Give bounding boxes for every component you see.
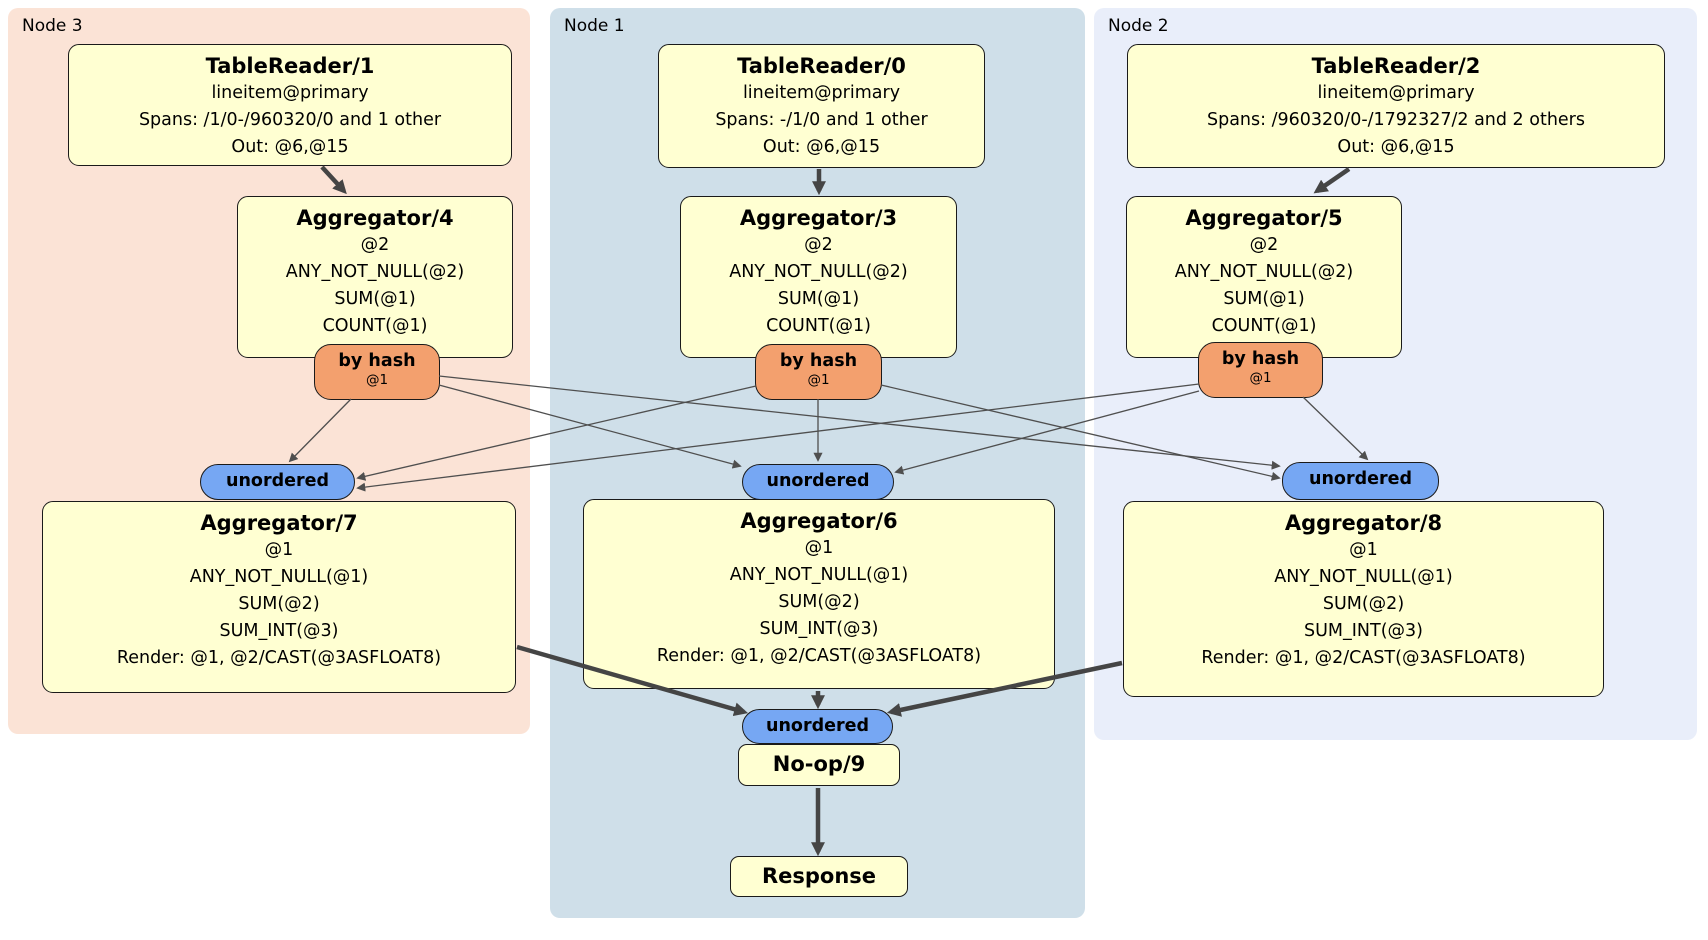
- processor-title: Aggregator/4: [296, 206, 454, 230]
- processor-aggregator-8: Aggregator/8 @1 ANY_NOT_NULL(@1) SUM(@2)…: [1123, 501, 1604, 697]
- processor-title: TableReader/2: [1311, 54, 1481, 78]
- processor-title: TableReader/1: [205, 54, 375, 78]
- processor-aggregator-5: Aggregator/5 @2 ANY_NOT_NULL(@2) SUM(@1)…: [1126, 196, 1402, 358]
- processor-detail: @2: [360, 235, 390, 255]
- processor-detail: SUM(@2): [1322, 594, 1405, 614]
- processor-detail: lineitem@primary: [742, 83, 901, 103]
- processor-detail: SUM(@1): [334, 289, 416, 309]
- sync-label: unordered: [226, 471, 329, 491]
- sync-unordered-7: unordered: [200, 464, 355, 500]
- processor-tablereader-2: TableReader/2 lineitem@primary Spans: /9…: [1127, 44, 1665, 168]
- processor-title: No-op/9: [772, 752, 866, 776]
- processor-detail: Out: @6,@15: [231, 137, 349, 157]
- processor-detail: Spans: /1/0-/960320/0 and 1 other: [138, 110, 442, 130]
- processor-detail: SUM(@2): [238, 594, 320, 614]
- processor-detail: ANY_NOT_NULL(@1): [189, 567, 369, 587]
- processor-detail: ANY_NOT_NULL(@1): [1274, 567, 1453, 587]
- processor-detail: ANY_NOT_NULL(@1): [729, 565, 909, 585]
- processor-noop-9: No-op/9: [738, 744, 900, 786]
- processor-title: Response: [761, 864, 877, 888]
- processor-detail: Render: @1, @2/CAST(@3ASFLOAT8): [116, 648, 442, 668]
- router-hash-column: @1: [807, 372, 830, 388]
- sync-label: unordered: [1309, 469, 1412, 489]
- processor-detail: COUNT(@1): [322, 316, 428, 336]
- processor-detail: SUM_INT(@3): [759, 619, 879, 639]
- processor-detail: Render: @1, @2/CAST(@3ASFLOAT8): [656, 646, 982, 666]
- processor-tablereader-0: TableReader/0 lineitem@primary Spans: -/…: [658, 44, 985, 168]
- processor-detail: SUM(@1): [1223, 289, 1305, 309]
- router-by-hash-3: by hash @1: [755, 344, 882, 400]
- sync-label: unordered: [766, 716, 869, 736]
- processor-detail: COUNT(@1): [1211, 316, 1317, 336]
- router-label: by hash: [779, 351, 858, 371]
- processor-detail: ANY_NOT_NULL(@2): [1174, 262, 1354, 282]
- processor-detail: Render: @1, @2/CAST(@3ASFLOAT8): [1201, 648, 1526, 668]
- processor-detail: @2: [804, 235, 833, 255]
- processor-detail: @1: [1349, 540, 1378, 560]
- sync-label: unordered: [766, 471, 870, 491]
- sync-unordered-8: unordered: [1282, 462, 1439, 500]
- processor-tablereader-1: TableReader/1 lineitem@primary Spans: /1…: [68, 44, 512, 166]
- processor-detail: @2: [1249, 235, 1279, 255]
- processor-aggregator-7: Aggregator/7 @1 ANY_NOT_NULL(@1) SUM(@2)…: [42, 501, 516, 693]
- processor-detail: ANY_NOT_NULL(@2): [285, 262, 465, 282]
- processor-detail: @1: [264, 540, 294, 560]
- router-label: by hash: [1221, 349, 1300, 369]
- processor-title: Aggregator/6: [740, 509, 898, 533]
- processor-detail: SUM_INT(@3): [1304, 621, 1423, 641]
- router-hash-column: @1: [1249, 370, 1272, 386]
- router-label: by hash: [338, 351, 416, 371]
- response-node: Response: [730, 856, 908, 897]
- router-by-hash-4: by hash @1: [314, 344, 440, 400]
- processor-detail: Spans: -/1/0 and 1 other: [715, 110, 928, 130]
- processor-title: Aggregator/8: [1284, 511, 1443, 535]
- processor-detail: SUM_INT(@3): [219, 621, 339, 641]
- processor-detail: lineitem@primary: [1317, 83, 1475, 103]
- processor-title: Aggregator/3: [739, 206, 898, 230]
- processor-detail: lineitem@primary: [211, 83, 369, 103]
- panel-node3-label: Node 3: [22, 16, 83, 36]
- processor-detail: Out: @6,@15: [762, 137, 881, 157]
- processor-detail: Out: @6,@15: [1337, 137, 1455, 157]
- panel-node1-label: Node 1: [564, 16, 625, 36]
- processor-detail: Spans: /960320/0-/1792327/2 and 2 others: [1206, 110, 1585, 130]
- processor-detail: COUNT(@1): [766, 316, 871, 336]
- processor-detail: @1: [804, 538, 834, 558]
- processor-title: TableReader/0: [737, 54, 906, 78]
- processor-title: Aggregator/7: [200, 511, 358, 535]
- processor-aggregator-4: Aggregator/4 @2 ANY_NOT_NULL(@2) SUM(@1)…: [237, 196, 513, 358]
- processor-detail: SUM(@1): [777, 289, 860, 309]
- processor-detail: ANY_NOT_NULL(@2): [729, 262, 908, 282]
- router-hash-column: @1: [365, 372, 389, 388]
- processor-aggregator-3: Aggregator/3 @2 ANY_NOT_NULL(@2) SUM(@1)…: [680, 196, 957, 358]
- processor-detail: SUM(@2): [778, 592, 860, 612]
- sync-unordered-6: unordered: [742, 464, 894, 500]
- processor-title: Aggregator/5: [1185, 206, 1343, 230]
- router-by-hash-5: by hash @1: [1198, 342, 1323, 398]
- panel-node2-label: Node 2: [1108, 16, 1169, 36]
- processor-aggregator-6: Aggregator/6 @1 ANY_NOT_NULL(@1) SUM(@2)…: [583, 499, 1055, 689]
- sync-unordered-9: unordered: [742, 709, 893, 744]
